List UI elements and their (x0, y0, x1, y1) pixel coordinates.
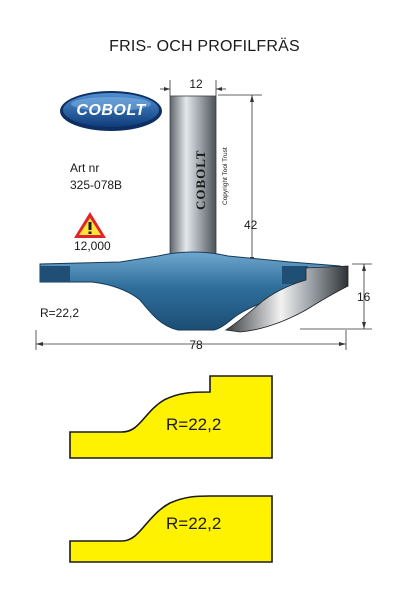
copyright-text: Copyright Tool Trust (222, 147, 229, 205)
max-rpm-value: 12,000 (74, 239, 111, 253)
cut-height-label: 16 (357, 290, 371, 304)
cobolt-logo (60, 91, 162, 131)
page-title: FRIS- OCH PROFILFRÄS (109, 38, 300, 55)
diameter-dimension (35, 330, 347, 350)
profile-bottom (69, 495, 273, 563)
bearing-right (282, 266, 308, 284)
shank (169, 95, 217, 255)
shank-brand-text: COBOLT (193, 149, 208, 210)
article-number: 325-078B (70, 178, 123, 192)
cut-height-dimension (300, 263, 372, 330)
profile-top-label: R=22,2 (166, 415, 222, 434)
article-info: Art nr 325-078B (70, 160, 122, 194)
article-label: Art nr (70, 161, 100, 175)
carbide-knife (224, 265, 349, 333)
height-label: 42 (244, 218, 258, 232)
diameter-label: 78 (189, 338, 203, 352)
shank-width-dimension (160, 80, 226, 96)
warning-triangle-icon (74, 212, 106, 238)
profile-bottom-label: R=22,2 (166, 514, 222, 533)
logo-text: COBOLT (76, 102, 146, 119)
cutter-body (39, 251, 341, 331)
radius-label: R=22,2 (40, 306, 80, 320)
profile-top (69, 375, 273, 459)
shank-width-label: 12 (189, 77, 203, 91)
bearing-left (40, 266, 70, 282)
